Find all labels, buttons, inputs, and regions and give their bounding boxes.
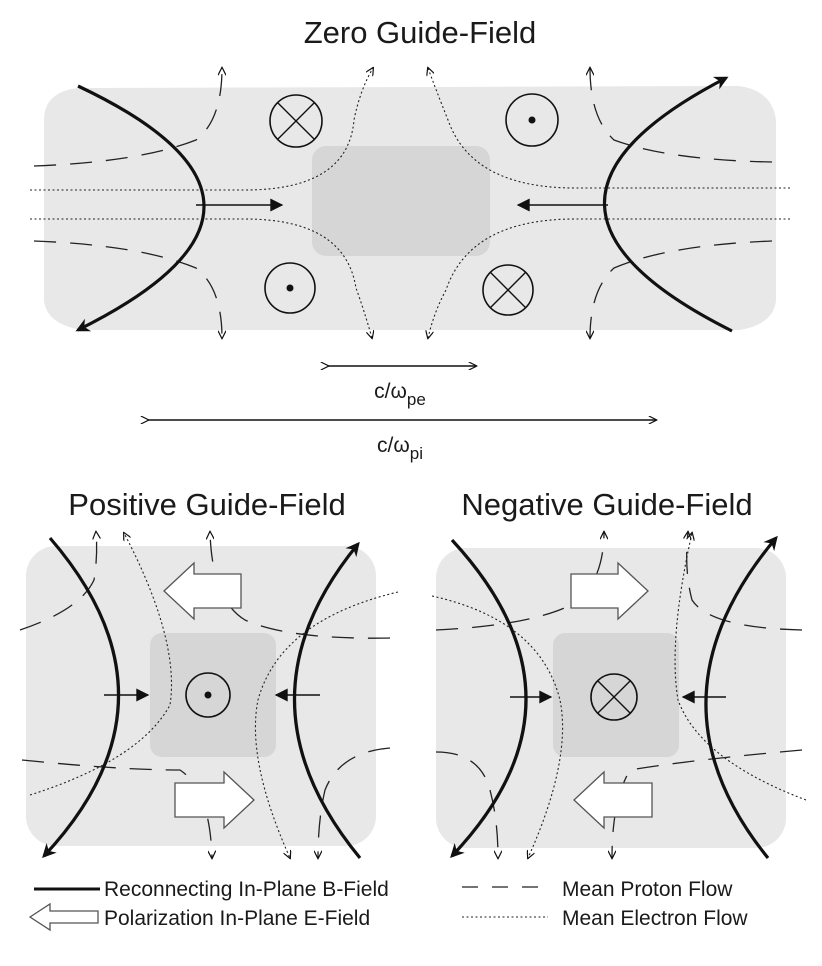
e-field-arrow-right bbox=[570, 561, 649, 621]
electron-diffusion-region bbox=[312, 146, 490, 256]
negative-guide-field-title: Negative Guide-Field bbox=[461, 487, 752, 522]
proton-flow-lines bbox=[33, 68, 773, 338]
electron-diffusion-region bbox=[150, 633, 276, 757]
zero-guide-field-panel: Zero Guide-Field bbox=[30, 15, 790, 463]
e-field-arrow-right bbox=[174, 770, 255, 830]
circle-cross-icon bbox=[590, 673, 638, 721]
circle-dot-icon bbox=[264, 262, 316, 314]
electron-flow-lines bbox=[30, 68, 790, 338]
positive-guide-field-title: Positive Guide-Field bbox=[68, 487, 345, 522]
legend-proton-flow-label: Mean Proton Flow bbox=[562, 878, 733, 901]
zero-guide-field-title: Zero Guide-Field bbox=[304, 15, 537, 50]
circle-dot-icon bbox=[185, 672, 231, 718]
legend-e-field-label: Polarization In-Plane E-Field bbox=[104, 907, 370, 930]
electron-flow-lines bbox=[431, 533, 807, 858]
ion-scale-label: c/ωpi bbox=[377, 434, 423, 463]
b-field-lines bbox=[42, 536, 362, 860]
circle-cross-icon bbox=[269, 94, 323, 148]
electron-flow-lines bbox=[29, 533, 399, 858]
electron-scale-label: c/ωpe bbox=[374, 380, 426, 409]
circle-dot-icon bbox=[505, 93, 559, 147]
legend-e-field-swatch bbox=[28, 902, 99, 932]
circle-cross-icon bbox=[482, 264, 534, 316]
legend-b-field-label: Reconnecting In-Plane B-Field bbox=[104, 878, 389, 901]
negative-guide-field-panel: Negative Guide-Field bbox=[431, 487, 807, 860]
proton-flow-lines bbox=[435, 532, 803, 858]
positive-guide-field-panel: Positive Guide-Field bbox=[19, 487, 399, 860]
legend: Reconnecting In-Plane B-Field Mean Proto… bbox=[28, 878, 748, 932]
legend-electron-flow-label: Mean Electron Flow bbox=[562, 907, 748, 930]
b-field-lines bbox=[450, 535, 778, 860]
e-field-arrow-left bbox=[573, 770, 653, 830]
e-field-arrow-left bbox=[163, 561, 242, 621]
proton-flow-lines bbox=[19, 532, 391, 858]
